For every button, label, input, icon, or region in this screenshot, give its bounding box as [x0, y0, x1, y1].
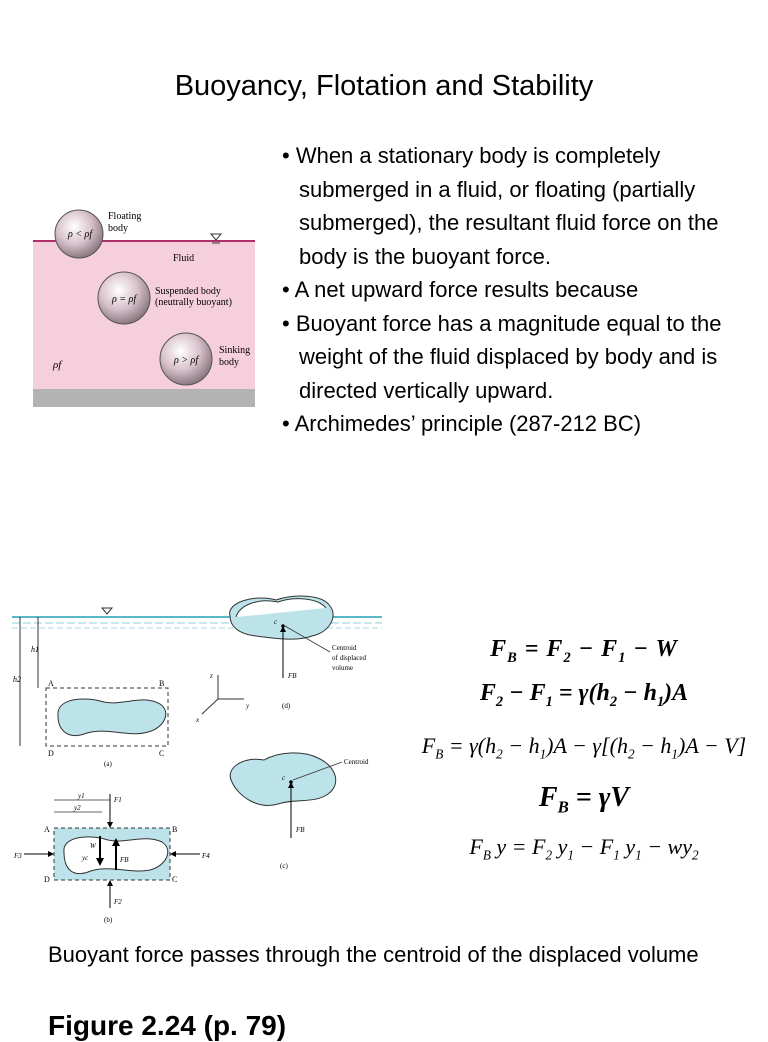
panel-d-label: (d) [282, 702, 291, 710]
corner-b: B [172, 825, 177, 834]
fb-label-c: FB [295, 826, 305, 834]
arrow-head-icon [107, 880, 113, 886]
sinking-label: body [219, 357, 239, 368]
centroid-displaced-label: volume [332, 664, 353, 672]
arrow-head-icon [107, 822, 113, 828]
buoyant-force-figure: h1 h2 A B D C (a) z y x Centroid of disp… [12, 595, 382, 924]
axis-z-label: z [209, 672, 213, 680]
centroid-label: Centroid [344, 758, 369, 766]
c-label-d: c [274, 618, 278, 626]
axis-x [201, 698, 219, 715]
suspended-label: Suspended body [155, 286, 221, 297]
arrow-head-icon [96, 858, 104, 866]
equation-2: F2 − F1 = γ(h2 − h1)A [479, 680, 689, 710]
arrow-head-icon [288, 782, 294, 788]
f3-label: F3 [13, 852, 22, 860]
equation-4: FB = γV [538, 782, 630, 817]
f4-label: F4 [201, 852, 210, 860]
corner-d: D [48, 749, 54, 758]
floating-body [54, 209, 104, 259]
equation-1: FB = F2 − F1 − W [490, 636, 678, 666]
body-shape-c [229, 752, 337, 806]
ground-region [33, 389, 255, 407]
corner-d: D [44, 875, 50, 884]
corner-c: C [159, 749, 164, 758]
rho-suspended-label: ρ = ρf [111, 294, 137, 305]
f2-label: F2 [113, 898, 122, 906]
y2-label: y2 [73, 804, 81, 812]
equation-3: FB = γ(h2 − h1)A − γ[(h2 − h1)A − V] [421, 733, 747, 762]
arrow-head-icon [170, 851, 176, 857]
axis-y-label: y [245, 702, 250, 710]
bullet-item: • A net upward force results because [282, 277, 639, 302]
centroid-leader-c [292, 761, 343, 781]
page-title: Buoyancy, Flotation and Stability [174, 70, 594, 102]
fb-label-d: FB [287, 672, 297, 680]
suspended-body [97, 271, 151, 325]
buoyancy-figure: ρ < ρf Floating body Fluid ρ = ρf Suspen… [33, 205, 255, 407]
body-shape-a [57, 698, 167, 736]
control-volume-a [45, 687, 169, 747]
centroid-displaced-label: Centroid [332, 644, 357, 652]
rho-fluid-label: ρf [52, 359, 63, 371]
sinking-body [159, 332, 213, 386]
h2-label: h2 [13, 675, 21, 684]
sinking-label: Sinking [219, 345, 250, 356]
fb-label-b: FB [119, 856, 129, 864]
floating-label: body [108, 223, 128, 234]
bullet-list: • When a stationary body is completely s… [282, 139, 762, 441]
panel-c-label: (c) [280, 862, 288, 870]
rho-sinking-label: ρ > ρf [173, 355, 199, 366]
corner-a: A [44, 825, 50, 834]
body-shape-d-top [235, 598, 327, 618]
axis-x-label: x [195, 716, 200, 724]
f1-label: F1 [113, 796, 122, 804]
h1-label: h1 [31, 645, 39, 654]
corner-a: A [48, 679, 54, 688]
centroid-displaced-label: of displaced [332, 654, 367, 662]
arrow-head-icon [280, 626, 286, 632]
arrow-head-icon [112, 838, 120, 846]
w-label: W [90, 842, 97, 850]
panel-a-label: (a) [104, 760, 112, 768]
free-surface-marker-icon [209, 233, 223, 241]
bullet-item: • When a stationary body is completely s… [282, 143, 719, 269]
y1-label: y1 [77, 792, 85, 800]
c-label-c: c [282, 774, 286, 782]
free-surface-marker-icon [100, 607, 114, 615]
rho-floating-label: ρ < ρf [67, 229, 93, 240]
equation-5: FB y = F2 y1 − F1 y1 − wy2 [469, 834, 699, 863]
fluid-label: Fluid [173, 253, 194, 264]
arrow-head-icon [48, 851, 54, 857]
floating-label: Floating [108, 211, 141, 222]
corner-b: B [159, 679, 164, 688]
bullet-item: • Archimedes’ principle (287-212 BC) [282, 411, 642, 436]
centroid-leader-d [284, 625, 331, 653]
bullet-item: • Buoyant force has a magnitude equal to… [282, 310, 722, 403]
yc-label: yc [81, 854, 89, 862]
suspended-label: (neutrally buoyant) [155, 297, 232, 308]
corner-c: C [172, 875, 177, 884]
figure-reference: Figure 2.24 (p. 79) [48, 1010, 287, 1041]
panel-b-label: (b) [104, 916, 113, 924]
figure-caption: Buoyant force passes through the centroi… [48, 942, 699, 967]
